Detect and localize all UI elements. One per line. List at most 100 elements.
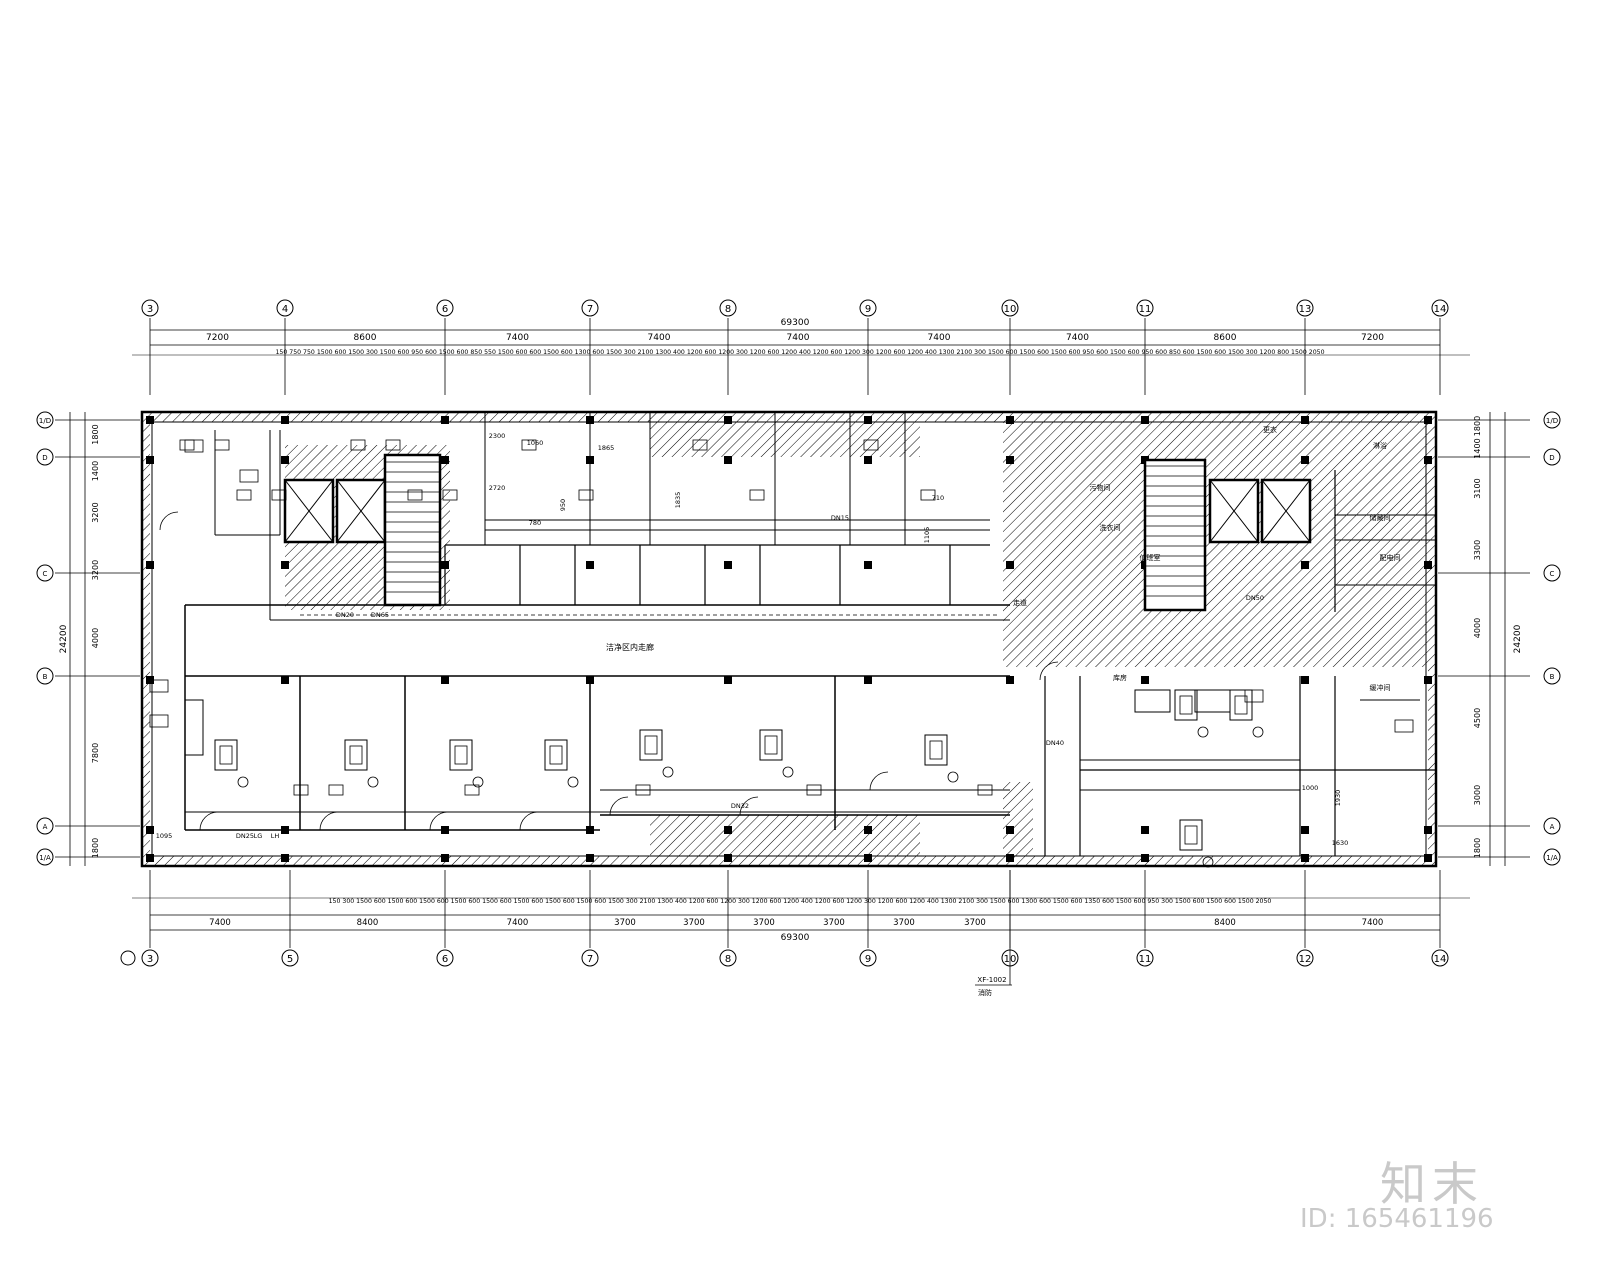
equipment-unit — [1174, 689, 1198, 721]
dim-span-right: 1400 — [1473, 438, 1482, 458]
cabinet-symbol — [149, 679, 169, 693]
axis-label-bottom: 12 — [1299, 954, 1312, 965]
door-swing — [159, 511, 179, 531]
column — [1424, 416, 1432, 424]
dim-span-left: 3200 — [91, 560, 100, 580]
dim-span-bottom: 8400 — [357, 918, 379, 928]
stair-left — [383, 453, 442, 607]
door-swing — [519, 811, 539, 831]
axis-bubble-top — [141, 299, 159, 317]
fixture-block — [293, 784, 309, 796]
pipe-tag: DN65 — [371, 611, 389, 619]
room-label: 库房 — [1113, 673, 1127, 682]
dim-span-top: 8600 — [354, 333, 377, 343]
room-label: 配电间 — [1380, 553, 1401, 562]
equipment-unit — [759, 729, 783, 761]
dim-tag: 1000 — [1302, 784, 1319, 792]
equipment-inner — [1184, 825, 1198, 845]
dim-span-top: 7400 — [506, 333, 529, 343]
cabinet-symbol — [1244, 689, 1264, 703]
dim-tag: 780 — [529, 519, 541, 527]
axis-label-top: 9 — [865, 304, 871, 315]
dim-span-bottom: 3700 — [964, 918, 986, 928]
axis-label-bottom: 7 — [587, 954, 593, 965]
dim-span-left: 4000 — [91, 628, 100, 648]
dim-span-right: 1800 — [1473, 416, 1482, 436]
axis-bubble-top — [1136, 299, 1154, 317]
room-label: 走道 — [1013, 598, 1027, 607]
column — [864, 416, 872, 424]
column — [1006, 854, 1014, 862]
watermark-id: ID: 165461196 — [1300, 1204, 1494, 1234]
axis-bubble-top — [859, 299, 877, 317]
room-label: 洗衣间 — [1100, 523, 1121, 532]
equipment-unit — [344, 739, 368, 771]
axis-bubble-left — [36, 817, 54, 835]
riser-sub: 消防 — [978, 988, 992, 997]
dim-tag: 1930 — [1334, 790, 1342, 807]
column — [146, 456, 154, 464]
axis-label-bottom: 5 — [287, 954, 293, 965]
axis-bubble-right — [1543, 564, 1561, 582]
axis-label-right: D — [1549, 454, 1554, 462]
fixture-block — [863, 439, 879, 451]
dim-span-right: 1800 — [1473, 838, 1482, 858]
dim-span-top: 8600 — [1214, 333, 1237, 343]
bed-symbol — [1134, 689, 1171, 713]
axis-label-right: C — [1550, 570, 1555, 578]
axis-bubble-top — [1296, 299, 1314, 317]
fixture-block — [385, 439, 401, 451]
sink-symbol — [1197, 726, 1209, 738]
axis-label-right: 1/A — [1546, 854, 1558, 862]
dim-span-top: 7400 — [1066, 333, 1089, 343]
dim-span-right: 4500 — [1473, 708, 1482, 728]
sink-symbol — [947, 771, 959, 783]
axis-bubble-top — [1001, 299, 1019, 317]
axis-bubble-top — [276, 299, 294, 317]
column — [281, 456, 289, 464]
column — [1006, 676, 1014, 684]
axis-bubble-top — [436, 299, 454, 317]
axis-bubble-left — [36, 848, 54, 866]
room-label: 储藏间 — [1370, 513, 1391, 522]
axis-label-left: 1/D — [39, 417, 51, 425]
plan-line — [284, 479, 334, 543]
dim-span-left: 7800 — [91, 743, 100, 763]
axis-bubble-bottom — [1431, 949, 1449, 967]
axis-bubble-right — [1543, 848, 1561, 866]
equipment-inner — [549, 745, 563, 765]
equipment-symbols — [149, 439, 1414, 868]
dim-width-right: 24200 — [1513, 624, 1523, 653]
column — [1301, 416, 1309, 424]
column — [724, 416, 732, 424]
equipment-inner — [349, 745, 363, 765]
door-swing — [739, 796, 759, 816]
bed-symbol — [1194, 689, 1231, 713]
plan-line — [1261, 479, 1311, 543]
pipe-tag: DN20 — [336, 611, 354, 619]
dim-span-top: 7200 — [206, 333, 229, 343]
room-partitions — [159, 412, 1436, 856]
riser-label: XF-1002 — [977, 976, 1006, 984]
dim-total-top: 69300 — [781, 318, 810, 328]
column — [864, 826, 872, 834]
axis-label-bottom: 6 — [442, 954, 448, 965]
axis-label-left: C — [43, 570, 48, 578]
room-label: 值班室 — [1140, 553, 1161, 562]
axis-label-right: B — [1550, 673, 1555, 681]
column — [1301, 676, 1309, 684]
sink-symbol — [1202, 856, 1214, 868]
axis-label-bottom: 14 — [1434, 954, 1447, 965]
axis-bubble-right — [1543, 667, 1561, 685]
fixture-block — [920, 489, 936, 501]
equipment-inner — [929, 740, 943, 760]
axis-bubble-right — [1543, 411, 1561, 429]
dim-span-bottom: 7400 — [507, 918, 529, 928]
dim-span-left: 1800 — [91, 424, 100, 444]
sink-symbol — [237, 776, 249, 788]
dim-tag: 1835 — [674, 492, 682, 509]
axis-label-top: 11 — [1139, 304, 1152, 315]
pipe-tag: DN25 — [236, 832, 254, 840]
axis-bubble-left — [36, 448, 54, 466]
